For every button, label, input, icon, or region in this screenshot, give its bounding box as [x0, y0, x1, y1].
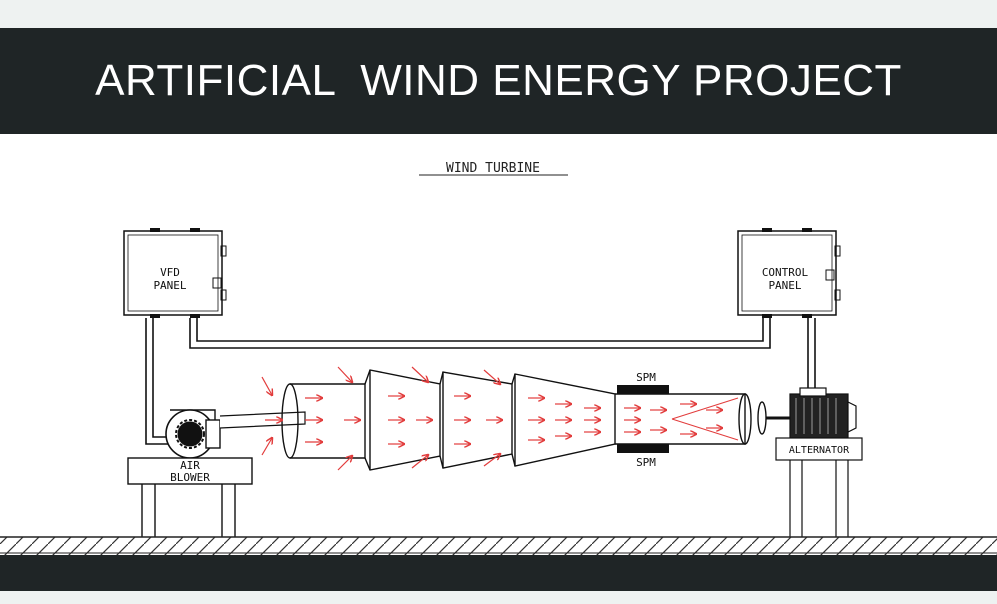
page-bottom-margin	[0, 591, 997, 599]
diagram-canvas: WIND TURBINE VFD PANEL C	[0, 134, 997, 599]
vfd-panel-label-1: VFD	[160, 266, 180, 279]
footer-bar	[0, 555, 997, 591]
control-panel: CONTROL PANEL	[737, 228, 841, 318]
spm-bottom-label: SPM	[636, 456, 656, 469]
air-blower	[165, 409, 306, 459]
wind-turbine-diagram: WIND TURBINE VFD PANEL C	[0, 161, 997, 555]
control-panel-label-1: CONTROL	[762, 266, 809, 279]
air-blower-label-2: BLOWER	[170, 471, 210, 484]
panel-connecting-cable	[189, 318, 771, 349]
duct-assembly	[281, 369, 752, 471]
page-title: ARTIFICIAL WIND ENERGY PROJECT	[95, 56, 902, 105]
air-blower-label-1: AIR	[180, 459, 200, 472]
nozzle-taper	[671, 397, 739, 441]
airflow-arrows	[261, 366, 722, 471]
spm-magnets: SPM SPM	[617, 371, 669, 469]
turbine-shaft	[757, 401, 790, 435]
diagram-heading: WIND TURBINE	[446, 161, 540, 176]
control-alternator-cable	[807, 318, 816, 390]
air-blower-stand: AIR BLOWER	[127, 457, 253, 537]
title-bar: ARTIFICIAL WIND ENERGY PROJECT	[0, 28, 997, 134]
ground	[0, 536, 997, 555]
alternator: ALTERNATOR	[775, 387, 863, 537]
control-panel-label-2: PANEL	[768, 279, 801, 292]
page-top-margin	[0, 0, 997, 28]
alternator-label: ALTERNATOR	[789, 445, 850, 456]
spm-top-label: SPM	[636, 371, 656, 384]
vfd-panel-label-2: PANEL	[153, 279, 186, 292]
vfd-panel: VFD PANEL	[123, 228, 227, 318]
